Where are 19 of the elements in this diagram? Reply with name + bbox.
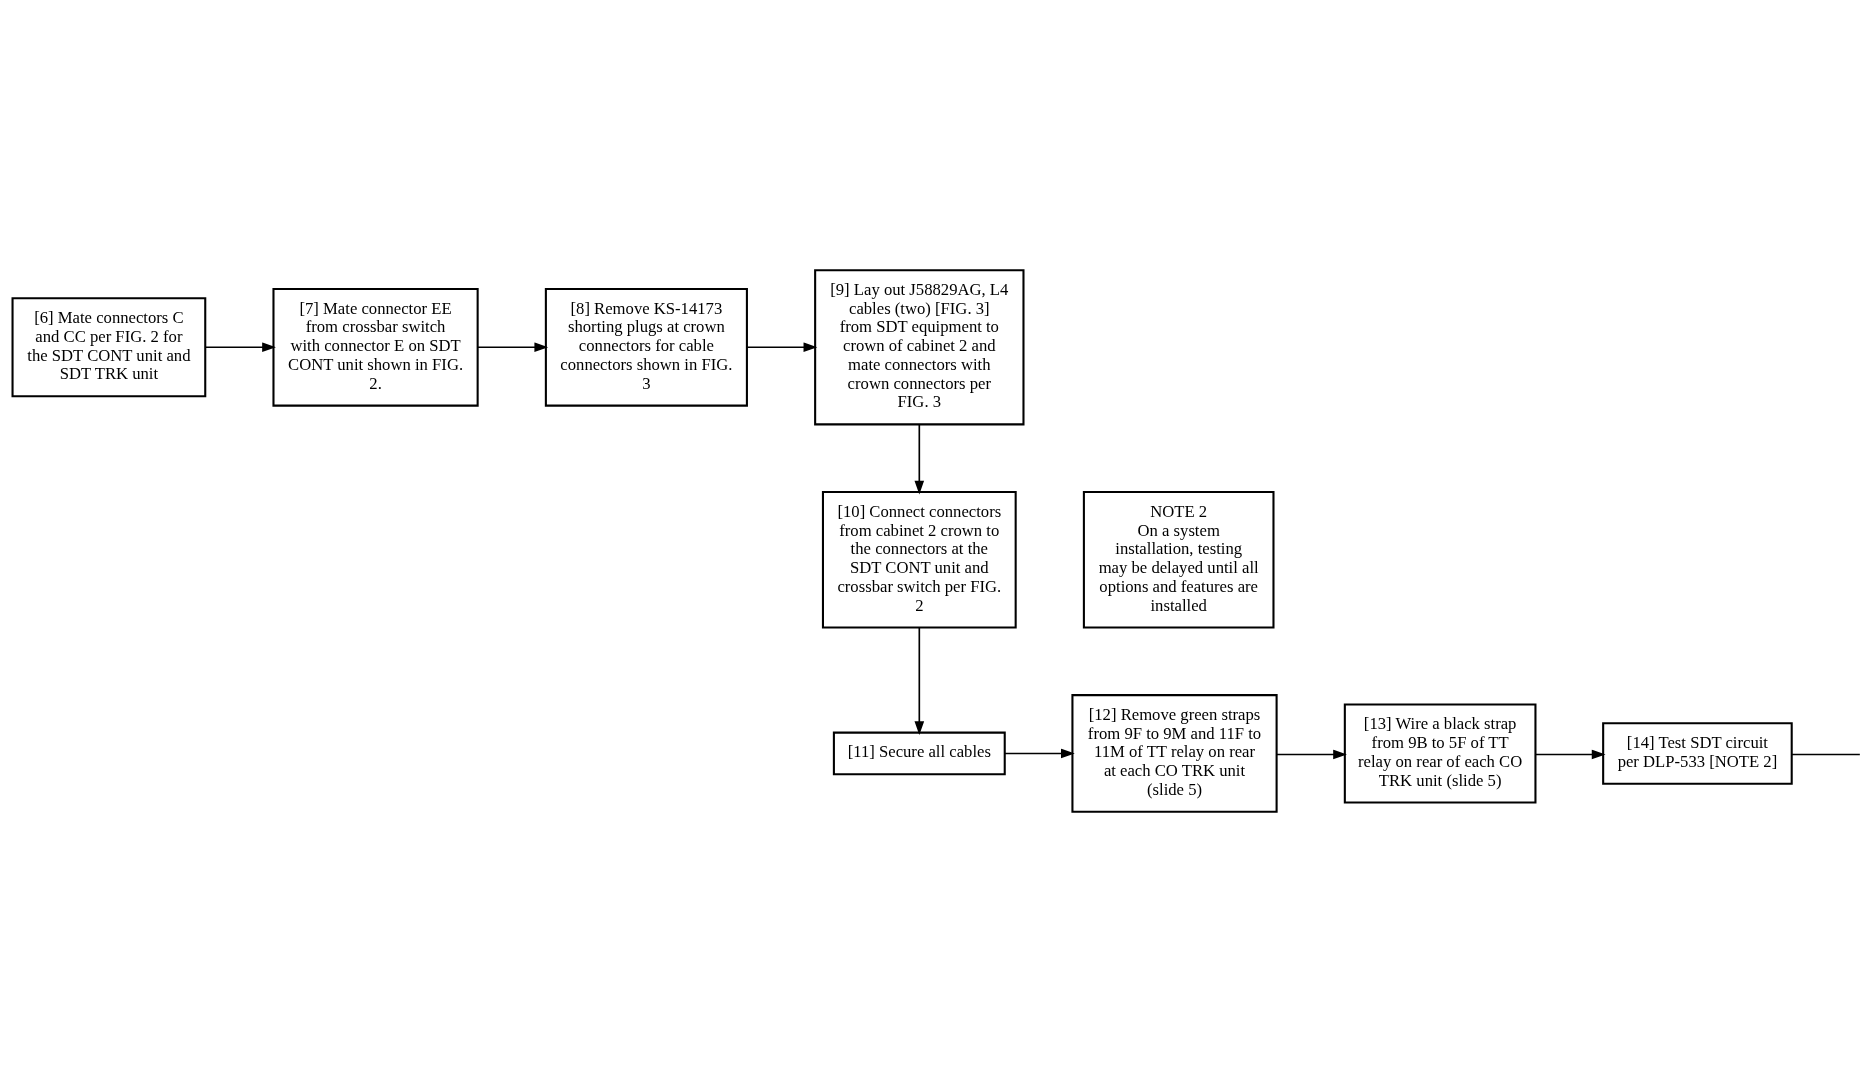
arrow [1276, 749, 1347, 760]
node-box: [10] Connect connectors from cabinet 2 crown to the connectors at the SDT CONT unit and crossbar switch per FIG. 2 [821, 491, 1017, 629]
arrow [204, 342, 276, 353]
connector [1791, 753, 1861, 756]
arrow [1004, 748, 1075, 759]
node-box: NOTE 2 On a system installation, testing may be delayed until all options and features are installed [1082, 491, 1275, 629]
arrow [914, 423, 925, 495]
node-box: [9] Lay out J58829AG, L4 cables (two) [FIG. 3] from SDT equipment to crown of cabinet 2 and mate connectors with crown connectors per FIG. 3 [814, 269, 1025, 426]
arrow [914, 626, 925, 736]
node-box: [13] Wire a black strap from 9B to 5F of TT relay on rear of each CO TRK unit (slide 5) [1343, 703, 1537, 804]
node-box: [14] Test SDT circuit per DLP-533 [NOTE 2] [1602, 722, 1793, 785]
arrow [477, 342, 549, 353]
node-box: [7] Mate connector EE from crossbar switch with connector E on SDT CONT unit shown in FIG. 2. [272, 287, 479, 407]
node-box: [6] Mate connectors C and CC per FIG. 2 for the SDT CONT unit and SDT TRK unit [11, 297, 207, 398]
node-box: [8] Remove KS-14173 shorting plugs at crown connectors for cable connectors shown in FIG. 3 [544, 287, 748, 407]
node-box: [12] Remove green straps from 9F to 9M and 11F to 11M of TT relay on rear at each CO TRK unit (slide 5) [1071, 694, 1278, 813]
node-box: [11] Secure all cables [832, 731, 1006, 776]
arrow [746, 342, 818, 353]
arrow [1534, 749, 1606, 760]
